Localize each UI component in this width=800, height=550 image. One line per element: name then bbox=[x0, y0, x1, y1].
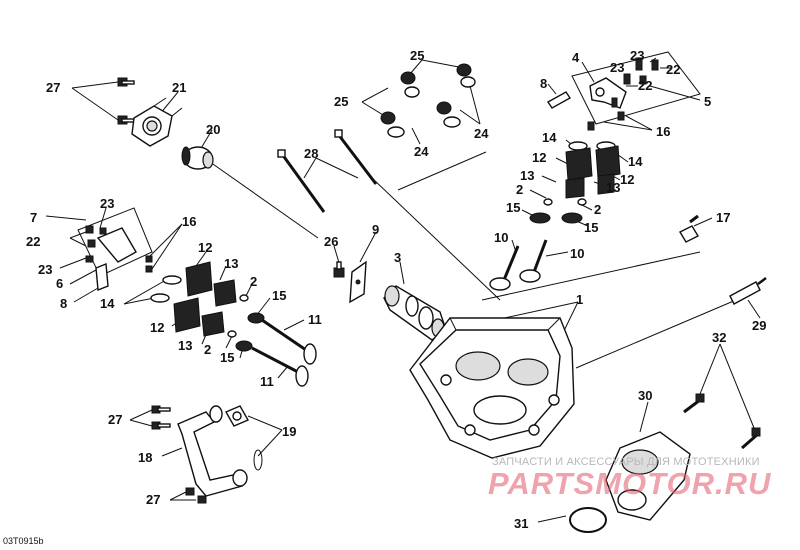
seal-part-16-right bbox=[587, 111, 625, 131]
callout-16-right: 16 bbox=[656, 124, 670, 139]
pin-part-8-right bbox=[546, 91, 572, 109]
callout-2-right-left: 2 bbox=[516, 182, 523, 197]
callout-7: 7 bbox=[30, 210, 37, 225]
adjuster-part-22-23-right bbox=[623, 57, 659, 85]
callout-5: 5 bbox=[704, 94, 711, 109]
valve-spring-left bbox=[150, 261, 265, 352]
parts bbox=[77, 51, 767, 533]
callout-29: 29 bbox=[752, 318, 766, 333]
callout-27-lower-top: 27 bbox=[108, 412, 122, 427]
rocker-arm-part-4 bbox=[589, 77, 627, 109]
callout-3: 3 bbox=[394, 250, 401, 265]
callout-8-left: 8 bbox=[60, 296, 67, 311]
callout-13-left-bottom: 13 bbox=[178, 338, 192, 353]
callout-12-right: 12 bbox=[620, 172, 634, 187]
callout-9: 9 bbox=[372, 222, 379, 237]
sensor-part-17 bbox=[679, 214, 699, 243]
thermostat-part-20 bbox=[181, 146, 214, 170]
bolt-part-32 bbox=[683, 393, 761, 450]
callout-13-right: 13 bbox=[606, 180, 620, 195]
coolant-pipe-part-18 bbox=[177, 405, 248, 497]
callout-4: 4 bbox=[572, 50, 580, 65]
callout-22-right-b: 22 bbox=[638, 78, 652, 93]
callout-11-bottom: 11 bbox=[260, 374, 274, 389]
bracket-part-5 bbox=[571, 51, 701, 125]
callout-15-left-bottom: 15 bbox=[220, 350, 234, 365]
valve-spring-right bbox=[529, 141, 621, 224]
callout-22-right-a: 22 bbox=[666, 62, 680, 77]
callout-26: 26 bbox=[324, 234, 338, 249]
callout-19: 19 bbox=[282, 424, 296, 439]
gasket-part-19 bbox=[225, 405, 263, 471]
callout-24-bottom: 24 bbox=[414, 144, 429, 159]
callout-15-right: 15 bbox=[584, 220, 598, 235]
callout-12-right-left: 12 bbox=[532, 150, 546, 165]
callout-15-right-left: 15 bbox=[506, 200, 520, 215]
cylinder-head-part-1 bbox=[409, 317, 575, 459]
callout-32: 32 bbox=[712, 330, 726, 345]
callout-30: 30 bbox=[638, 388, 652, 403]
callout-25-top: 25 bbox=[410, 48, 424, 63]
thermostat-housing-part-21 bbox=[131, 97, 183, 147]
callout-15-left-top: 15 bbox=[272, 288, 286, 303]
intake-manifold-part-30 bbox=[605, 431, 691, 521]
bolt-part-27-upper bbox=[117, 77, 135, 125]
callout-20: 20 bbox=[206, 122, 220, 137]
callout-8-right: 8 bbox=[540, 76, 547, 91]
callout-6: 6 bbox=[56, 276, 63, 291]
callout-21: 21 bbox=[172, 80, 186, 95]
callout-2-left-bottom: 2 bbox=[204, 342, 211, 357]
rocker-arm-part-4-left bbox=[77, 207, 153, 291]
callout-28: 28 bbox=[304, 146, 318, 161]
bolt-part-26 bbox=[333, 261, 345, 278]
callout-23-left-top: 23 bbox=[100, 196, 114, 211]
callout-23-right-a: 23 bbox=[630, 48, 644, 63]
valve-part-10 bbox=[489, 239, 548, 291]
callout-23-right-b: 23 bbox=[610, 60, 624, 75]
callout-22-left: 22 bbox=[26, 234, 40, 249]
callout-27: 27 bbox=[46, 80, 60, 95]
diagram-code: 03T0915b bbox=[3, 536, 44, 546]
keeper-part-25-24 bbox=[380, 63, 476, 138]
callout-10-left: 10 bbox=[494, 230, 508, 245]
callout-27-lower-bottom: 27 bbox=[146, 492, 160, 507]
spark-plug-part-29 bbox=[729, 277, 767, 305]
callout-11-top: 11 bbox=[308, 312, 322, 327]
callout-labels: 27 21 20 28 26 9 3 1 7 23 22 23 6 8 16 1… bbox=[26, 48, 766, 531]
callout-23-left: 23 bbox=[38, 262, 52, 277]
callout-14-left: 14 bbox=[100, 296, 115, 311]
callout-12-left-top: 12 bbox=[198, 240, 212, 255]
callout-24-top: 24 bbox=[474, 126, 489, 141]
watermark-brand: PARTSMOTOR.RU bbox=[488, 466, 772, 501]
bolt-part-27-lower bbox=[151, 405, 207, 504]
callout-25-left: 25 bbox=[334, 94, 348, 109]
callout-13-left-top: 13 bbox=[224, 256, 238, 271]
callout-31: 31 bbox=[514, 516, 528, 531]
stud-part-28 bbox=[277, 129, 378, 213]
callout-12-left-bottom: 12 bbox=[150, 320, 164, 335]
callout-2-left-top: 2 bbox=[250, 274, 257, 289]
camshaft-part-3 bbox=[383, 285, 447, 341]
callout-17: 17 bbox=[716, 210, 730, 225]
o-ring-part-31 bbox=[569, 507, 607, 533]
callout-13-right-left: 13 bbox=[520, 168, 534, 183]
callout-18: 18 bbox=[138, 450, 152, 465]
plate-part-9 bbox=[349, 260, 367, 304]
callout-2-right: 2 bbox=[594, 202, 601, 217]
callout-10-right: 10 bbox=[570, 246, 584, 261]
valve-part-11 bbox=[251, 318, 317, 387]
callout-1: 1 bbox=[576, 292, 583, 307]
callout-14-right-left: 14 bbox=[542, 130, 557, 145]
callout-14-right: 14 bbox=[628, 154, 643, 169]
watermark-caption: ЗАПЧАСТИ И АКСЕССУАРЫ ДЛЯ МОТОТЕХНИКИ bbox=[492, 456, 760, 468]
callout-16-left: 16 bbox=[182, 214, 196, 229]
